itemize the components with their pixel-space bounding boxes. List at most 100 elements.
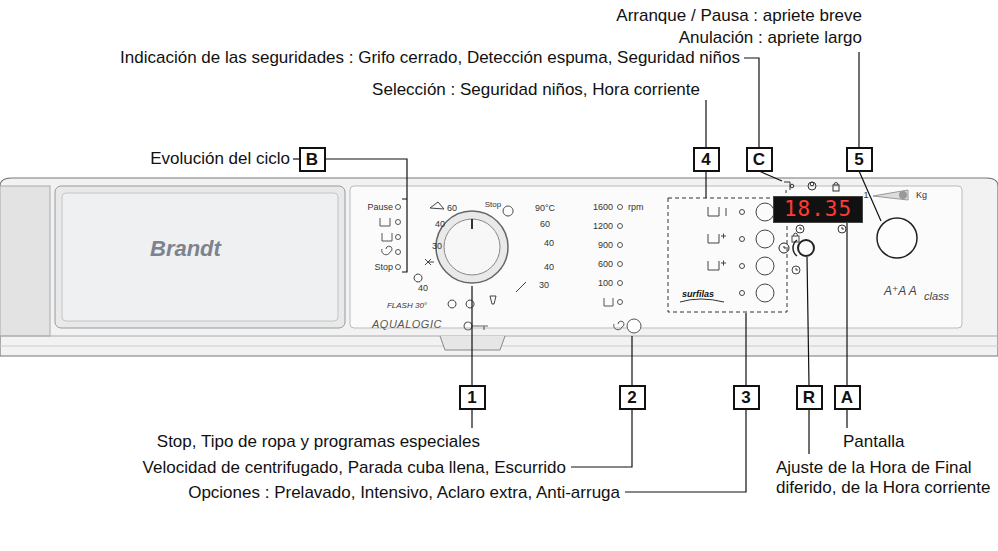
- panel-shape: [899, 191, 907, 199]
- panel-shape: [471, 219, 473, 229]
- panel-shape: [0, 186, 50, 336]
- panel-shape: [604, 298, 613, 306]
- callout-text: 3: [741, 389, 750, 406]
- callout-note: Arranque / Pausa : apriete breve: [616, 6, 862, 26]
- panel-shape: [834, 183, 838, 186]
- panel-shape: [858, 52, 859, 147]
- speed-value: 100: [598, 278, 613, 288]
- panel-shape: [444, 219, 500, 275]
- dial-mark: 90°C: [535, 203, 555, 213]
- panel-shape: [62, 193, 338, 321]
- callout-text: A: [841, 389, 853, 406]
- dial-mark: 40: [544, 262, 554, 272]
- panel-text: Stop: [374, 262, 393, 272]
- callout-note: Evolución del ciclo: [150, 149, 290, 169]
- callout-text: B: [306, 151, 318, 168]
- dial-mark: 40: [544, 238, 554, 248]
- panel-shape: [740, 210, 745, 215]
- panel-shape: [790, 184, 794, 188]
- panel-shape: [784, 246, 786, 248]
- callout-letter: R: [796, 385, 823, 410]
- program-dial: [414, 202, 526, 330]
- callout-note: Pantalla: [843, 432, 904, 452]
- panel-shape: [396, 250, 401, 255]
- leader-lines: [293, 52, 881, 492]
- energy-class: A⁺A A: [884, 285, 917, 299]
- speed-value: 900: [598, 240, 613, 250]
- cycle-leds: [380, 205, 401, 270]
- panel-shape: [618, 300, 623, 305]
- display-screen: 18.35: [773, 196, 863, 223]
- callout-number: 5: [846, 147, 873, 172]
- panel-shape: [810, 182, 814, 186]
- callout-text: R: [803, 389, 815, 406]
- callout-text: 5: [854, 151, 863, 168]
- panel-shape: [877, 218, 917, 258]
- display-digits: 18.35: [784, 199, 852, 220]
- panel-shape: [396, 205, 401, 210]
- panel-shape: [793, 240, 797, 256]
- panel-shape: [792, 266, 800, 274]
- panel-shape: [618, 281, 623, 286]
- dial-mark: Stop: [485, 200, 501, 209]
- panel-shape: [708, 261, 726, 271]
- speed-value: 1200: [593, 221, 613, 231]
- panel-shape: [798, 240, 814, 256]
- panel-shape: [436, 211, 508, 283]
- panel-text: Kg: [916, 190, 927, 200]
- start-buttons: [779, 190, 917, 258]
- callout-text: 4: [701, 151, 710, 168]
- panel-shape: [326, 159, 407, 272]
- panel-shape: [708, 207, 726, 216]
- dial-mark: FLASH 30°: [387, 301, 427, 310]
- panel-shape: [833, 185, 839, 191]
- dial-mark: 60: [447, 203, 457, 213]
- callout-note: Selección : Seguridad niños, Hora corrie…: [372, 80, 700, 100]
- dial-mark: 30: [432, 241, 442, 251]
- panel-shape: [396, 265, 401, 270]
- panel-shape: [55, 186, 345, 328]
- panel-shape: [784, 182, 790, 193]
- callout-text: 2: [627, 389, 636, 406]
- callout-number: 1: [459, 385, 486, 410]
- panel-shape: [807, 257, 809, 454]
- speed-value: 1600: [593, 202, 613, 212]
- panel-shape: [350, 186, 962, 328]
- panel-shape: [705, 171, 706, 198]
- panel-shape: [680, 299, 724, 302]
- callout-text: C: [753, 151, 765, 168]
- panel-shape: [668, 198, 787, 312]
- callout-number: 2: [619, 385, 646, 410]
- panel-shape: [618, 224, 623, 229]
- energy-class: class: [924, 290, 949, 303]
- panel-shape: [618, 243, 623, 248]
- panel-shape: [614, 321, 624, 330]
- callout-text: 1: [467, 389, 476, 406]
- panel-shape: [464, 322, 488, 330]
- brand-logo: AQUALOGIC: [372, 318, 442, 331]
- callout-letter: B: [299, 147, 326, 172]
- panel-shape: [873, 190, 908, 200]
- brand-logo: Brandt: [150, 236, 221, 261]
- callout-note: Velocidad de centrifugado, Parada cuba l…: [143, 458, 566, 478]
- dial-mark: 40: [435, 219, 445, 229]
- panel-shape: [705, 100, 706, 147]
- panel-shape: [618, 262, 623, 267]
- panel-shape: [808, 182, 816, 190]
- panel-shape: [800, 227, 844, 229]
- callout-letter: C: [746, 147, 773, 172]
- callout-number: 3: [733, 385, 760, 410]
- panel-text: Pause: [367, 202, 393, 212]
- panel-shape: [380, 218, 392, 255]
- dial-mark: 40: [418, 283, 428, 293]
- panel-shape: [794, 233, 798, 236]
- panel-shape: [756, 203, 774, 221]
- callout-note: Indicación de las seguridades : Grifo ce…: [120, 48, 740, 68]
- panel-shape: [740, 264, 745, 269]
- panel-shape: [396, 235, 401, 240]
- panel-shape: [708, 234, 726, 244]
- callout-note: Stop, Tipo de ropa y programas especiale…: [157, 432, 480, 452]
- speed-value: 600: [598, 259, 613, 269]
- panel-shape: [396, 220, 401, 225]
- callout-note: Ajuste de la Hora de Final diferido, de …: [776, 458, 994, 497]
